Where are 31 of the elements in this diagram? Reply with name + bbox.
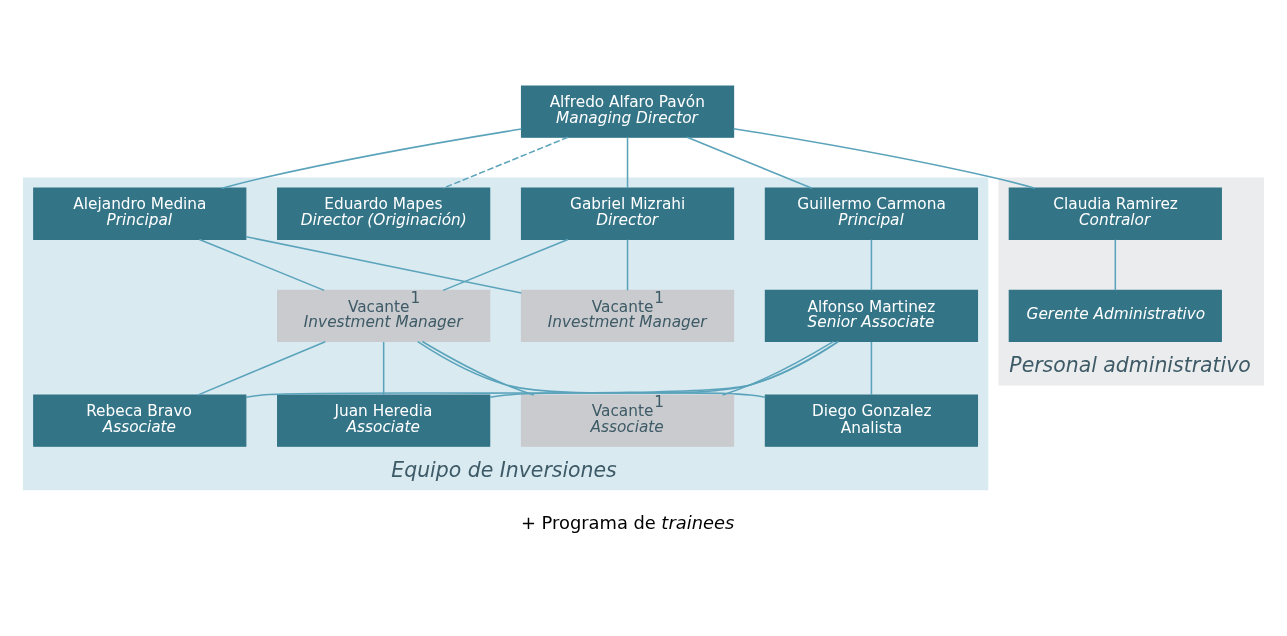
node-box: Diego Gonzalez Analista: [764, 393, 979, 447]
node-box: Alfredo Alfaro Pavón Managing Director: [520, 84, 735, 138]
node-box: Claudia Ramirez Contralor: [1008, 187, 1222, 240]
connector: [442, 136, 569, 189]
label: + Programa de trainees: [520, 511, 735, 533]
connector: [382, 340, 385, 396]
connector: [732, 127, 1036, 189]
connector: [416, 340, 767, 398]
node-box: Alejandro Medina Principal: [33, 187, 247, 240]
connector: [442, 238, 569, 291]
connector: [245, 235, 523, 294]
connector: [686, 136, 813, 189]
connector: [221, 127, 523, 189]
connector: [870, 238, 873, 291]
connector: [421, 340, 535, 396]
node-box: Alfonso Martinez Senior Associate: [764, 289, 979, 342]
node-box: Eduardo Mapes Director (Originación): [277, 187, 491, 240]
node-box: Rebeca Bravo Associate: [33, 393, 247, 447]
connector: [196, 340, 326, 396]
node-box: Gabriel Mizrahi Director: [520, 187, 735, 240]
connector: [626, 238, 629, 291]
node-box: Juan Heredia Associate: [277, 393, 491, 447]
connector: [626, 136, 629, 189]
connector: [870, 340, 873, 396]
connector: [721, 340, 835, 396]
node-box: Gerente Administrativo: [1008, 289, 1222, 342]
connector: [1114, 238, 1117, 291]
connector: [198, 238, 325, 291]
node-box: Guillermo Carmona Principal: [764, 187, 979, 240]
connector: [245, 340, 840, 398]
connector: [489, 340, 839, 398]
